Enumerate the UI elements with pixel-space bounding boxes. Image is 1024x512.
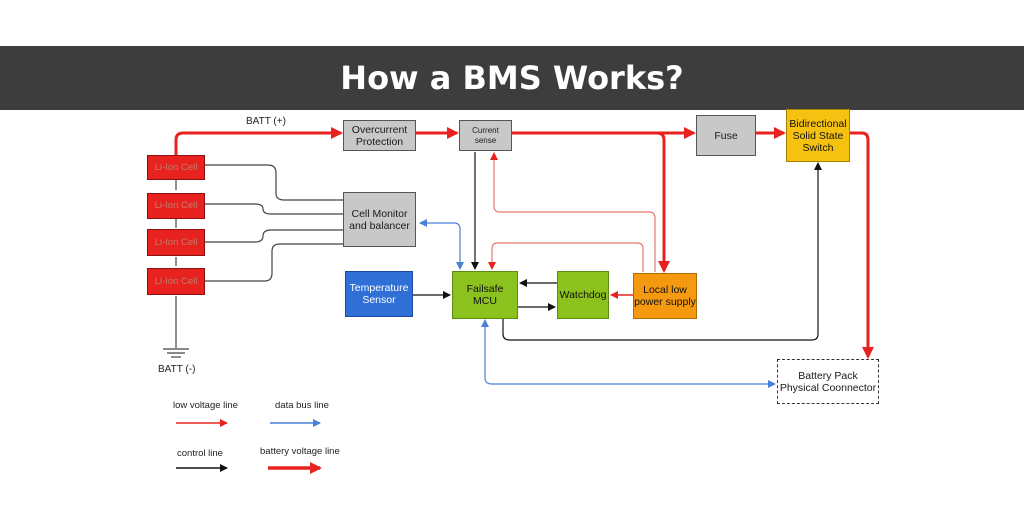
batt-minus-label: BATT (-) (158, 364, 196, 375)
failsafe-mcu-block: Failsafe MCU (452, 271, 518, 319)
local-power-supply-block: Local low power supply (633, 273, 697, 319)
fuse-block: Fuse (696, 115, 756, 156)
batt-plus-label: BATT (+) (246, 116, 286, 127)
legend-low-voltage-label: low voltage line (173, 400, 238, 411)
cell-monitor-block: Cell Monitor and balancer (343, 192, 416, 247)
legend-control-label: control line (177, 448, 223, 459)
li-ion-cell-1: Li-Ion Cell (147, 155, 205, 180)
bidirectional-switch-block: Bidirectional Solid State Switch (786, 109, 850, 162)
overcurrent-protection-block: Overcurrent Protection (343, 120, 416, 151)
li-ion-cell-4: Li-Ion Cell (147, 268, 205, 295)
page-title: How a BMS Works? (340, 59, 684, 97)
temperature-sensor-block: Temperature Sensor (345, 271, 413, 317)
data-bus-lines (419, 219, 776, 388)
li-ion-cell-3: Li-Ion Cell (147, 229, 205, 256)
legend-data-bus-label: data bus line (275, 400, 329, 411)
low-voltage-lines (488, 152, 656, 272)
li-ion-cell-2: Li-Ion Cell (147, 193, 205, 219)
battery-voltage-lines (174, 127, 874, 359)
battery-pack-connector-block: Battery Pack Physical Coonnector (777, 359, 879, 404)
title-banner: How a BMS Works? (0, 46, 1024, 110)
watchdog-block: Watchdog (557, 271, 609, 319)
legend-battery-voltage-label: battery voltage line (260, 446, 340, 457)
current-sense-block: Current sense (459, 120, 512, 151)
cell-sense-wires (175, 164, 343, 348)
ground-icon (163, 348, 189, 358)
